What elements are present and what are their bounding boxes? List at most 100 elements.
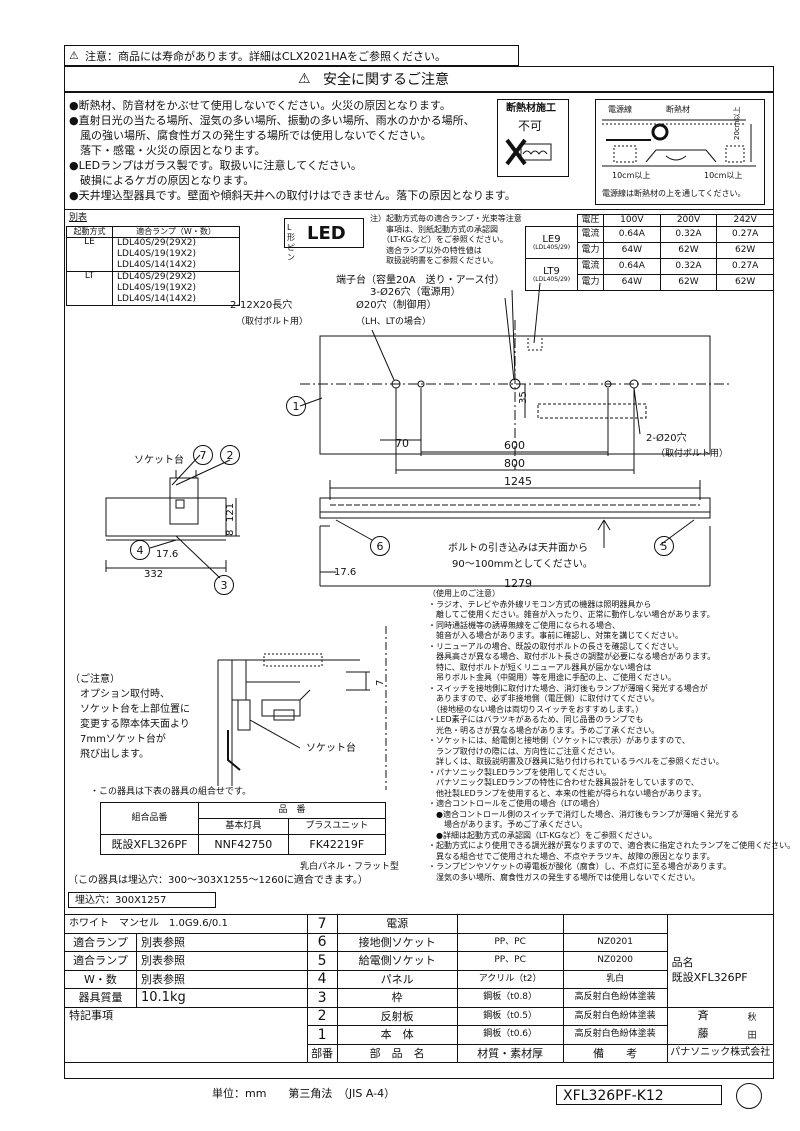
usage-note-line: 場合があります。予めご了承ください。 xyxy=(428,820,588,829)
part-note: 乳白 xyxy=(562,969,668,989)
usage-note-line: ランプ取付けの際には、方向性にご注意ください。 xyxy=(428,746,620,756)
part-material: PP、PC xyxy=(456,951,564,971)
color-spec: ホワイト マンセル 1.0G9.6/0.1 xyxy=(64,914,308,934)
hole3-label: 3-Ø26穴（電源用） xyxy=(370,287,461,298)
part-material: 鋼板（t0.8） xyxy=(456,988,564,1008)
mass-value: 10.1kg xyxy=(136,988,308,1008)
header-note: 注意：商品には寿命があります。詳細はCLX2021HAをご参照ください。 xyxy=(85,50,447,63)
company-name: パナソニック株式会社 xyxy=(666,1043,775,1063)
usage-note-line: 器具高さが異なる場合、取付ボルト長さの調整が必要になる場合があります。 xyxy=(428,652,716,661)
callout-5: 5 xyxy=(654,536,674,556)
betsuhyo-title: 別表 xyxy=(69,213,88,223)
usage-note-line: 詳しくは、取扱説明書及び器具に貼り付けられているラベルをご参照ください。 xyxy=(428,757,724,766)
usage-note-line: ・リニューアルの場合、既設の取付ボルトの長さを確認してください。 xyxy=(428,641,684,651)
elec-group-sub: (LDL40S/29) xyxy=(532,275,571,283)
lamp-value: 別表参照 xyxy=(136,932,308,952)
drawing-code-box: XFL326PF-K12 xyxy=(556,1085,722,1105)
lamp-label: 適合ランプ xyxy=(64,951,137,971)
callout-1: 1 xyxy=(286,396,306,416)
part-name: 接地側ソケット xyxy=(336,932,458,952)
lamp-label: 適合ランプ xyxy=(64,932,137,952)
callout-3: 3 xyxy=(214,575,234,595)
usage-note-line: ・ランプピンやソケットの導電板が酸化（腐食）し、不点灯に至る場合があります。 xyxy=(428,862,731,871)
usage-note-line: パナソニック製LEDランプの特性に合わせた器具設計をしていますので、 xyxy=(428,778,699,787)
cutout-note: （この器具は埋込穴：300～303X1255～1260に適合できます。） xyxy=(68,875,368,886)
usage-note-line: 雑音が入る場合があります。事前に確認し、対策を講じてください。 xyxy=(428,631,683,640)
usage-note-line: ・LED素子にはバラツキがあるため、同じ品番のランプでも xyxy=(428,715,644,724)
usage-note-line: ・適合コントロールをご使用の場合（LTの場合） xyxy=(428,799,605,808)
part-note: 高反射白色紛体塗装 xyxy=(562,1025,668,1045)
fig-insulation-label: 断熱材 xyxy=(666,105,690,114)
panel-type: 乳白パネル・フラット型 xyxy=(300,862,400,872)
cut-hole-box: 埋込穴：300X1257 xyxy=(68,892,216,908)
part-name: パネル xyxy=(336,969,458,989)
betsuhyo-lamp: LDL40S/14(14X2) xyxy=(117,260,196,270)
usage-note-line: ありますので、必ず非接地側（電圧側）に取付けてください。 xyxy=(428,694,660,703)
option-note-line: 7mmソケット台が xyxy=(70,734,166,745)
betsuhyo-lamp: LDL40S/19(19X2) xyxy=(117,283,196,293)
usage-note-line: ●適合コントロール側のスイッチで消灯した場合、消灯後もランプが薄暗く発光する xyxy=(428,809,739,819)
option-note-line: ソケット台を上部位置に xyxy=(70,704,190,715)
slot-label: 2-12X20長穴 xyxy=(230,300,293,311)
betsuhyo-lamp: LDL40S/19(19X2) xyxy=(117,249,196,259)
hinmei: 既設XFL326PF xyxy=(671,971,748,984)
safety-line: ●LEDランプはガラス製です。取扱いに注意してください。 xyxy=(69,159,362,172)
part-no: 7 xyxy=(306,914,338,934)
hinmei-label: 品名 xyxy=(671,956,694,969)
parts-header: 部番 xyxy=(306,1043,338,1063)
dim-1245: 1245 xyxy=(504,475,532,488)
usage-note-line: （接地極のない場合は両切りスイッチをおすすめします。） xyxy=(428,704,644,714)
usage-note-line: 他社製LEDランプを使用すると、本来の性能が得られない場合があります。 xyxy=(428,788,707,798)
part-note xyxy=(562,914,668,934)
elec-cell: 電力 xyxy=(577,242,604,259)
signature-1: 斉 xyxy=(697,1008,709,1022)
safety-line: 風の強い場所、腐食性ガスの発生する場所では使用しないでください。 xyxy=(69,129,432,142)
usage-note-line: 異なる組合せでご使用された場合、不点やチラツキ、故障の原因となります。 xyxy=(428,851,715,861)
safety-line: ●天井埋込型器具です。壁面や傾斜天井への取付けはできません。落下の原因となります… xyxy=(69,189,516,202)
revision-circle xyxy=(736,1083,762,1109)
combo-cell: 既設XFL326PF xyxy=(100,834,199,855)
combo-header: 基本灯具 xyxy=(198,818,289,835)
w-value: 別表参照 xyxy=(136,969,308,989)
part-material: アクリル（t2） xyxy=(456,969,564,989)
mass-label: 器具質量 xyxy=(64,988,137,1008)
betsuhyo-mode: LE xyxy=(66,237,113,272)
header-note-box: ⚠ 注意：商品には寿命があります。詳細はCLX2021HAをご参照ください。 xyxy=(64,45,519,66)
part-note: 高反射白色紛体塗装 xyxy=(562,988,668,1008)
insulation-status: 不可 xyxy=(518,119,543,133)
combo-caption: ・この器具は下表の器具の組合せです。 xyxy=(90,787,252,797)
fig-side1-label: 10cm以上 xyxy=(612,171,651,180)
elec-cell: 0.27A xyxy=(716,226,774,243)
part-note: 高反射白色紛体塗装 xyxy=(562,1006,668,1026)
option-note: （ご注意） オプション取付時、 ソケット台を上部位置に 変更する際本体天面より … xyxy=(70,672,190,762)
warning-icon: ⚠ xyxy=(69,49,79,62)
safety-title: 安全に関するご注意 xyxy=(323,72,449,88)
signature-1b: 秋 xyxy=(747,1012,757,1023)
usage-note-line: ・同時通話機等の誘導無線をご使用になられる場合、 xyxy=(428,620,620,630)
part-no: 5 xyxy=(306,951,338,971)
lhlt-label: （LH、LTの場合） xyxy=(356,317,432,327)
terminal-label: 端子台（容量20A 送り・アース付） xyxy=(336,275,505,286)
fig-caption: 電源線は断熱材の上を通してください。 xyxy=(602,189,746,198)
part-material: 鋼板（t0.6） xyxy=(456,1025,564,1045)
usage-note-line: ・ソケットには、給電側と接地側（ソケットに▽表示）がありますので、 xyxy=(428,736,690,745)
lamp-value: 別表参照 xyxy=(136,951,308,971)
mid-note-line: 事項は、別紙起動方式の承認図 xyxy=(370,224,498,234)
part-name: 給電側ソケット xyxy=(336,951,458,971)
warning-icon: ⚠ xyxy=(298,71,311,87)
usage-note-line: 光色・明るさが異なる場合があります。予めご了承ください。 xyxy=(428,725,660,735)
usage-note-line: ・起動方式により使用できる調光器が異なりますので、適合表に指定されたランプをご使… xyxy=(428,841,796,850)
parts-header: 材質・素材厚 xyxy=(456,1043,564,1063)
safety-body: ●断熱材、防音材をかぶせて使用しないでください。火災の原因となります。 ●直射日… xyxy=(64,92,774,210)
safety-line: ●直射日光の当たる場所、湿気の多い場所、振動の多い場所、雨水のかかる場所、 xyxy=(69,114,475,127)
fig-side2-label: 10cm以上 xyxy=(704,171,743,180)
callout-6: 6 xyxy=(370,536,390,556)
elec-cell: 電力 xyxy=(577,274,604,291)
usage-note-line: ・スイッチを接地側に取付けた場合、消灯後もランプが薄暗く発光する場合が xyxy=(428,683,708,693)
footer-unit: 単位：mm 第三角法 （JIS A-4） xyxy=(212,1087,396,1100)
part-material: PP、PC xyxy=(456,932,564,952)
parts-header: 部 品 名 xyxy=(336,1043,458,1063)
mid-note-line: （LT-KGなど）をご参照ください。 xyxy=(370,235,508,244)
hole2-label: Ø20穴（制御用） xyxy=(356,300,437,311)
elec-group-name: LE9 xyxy=(542,233,561,245)
